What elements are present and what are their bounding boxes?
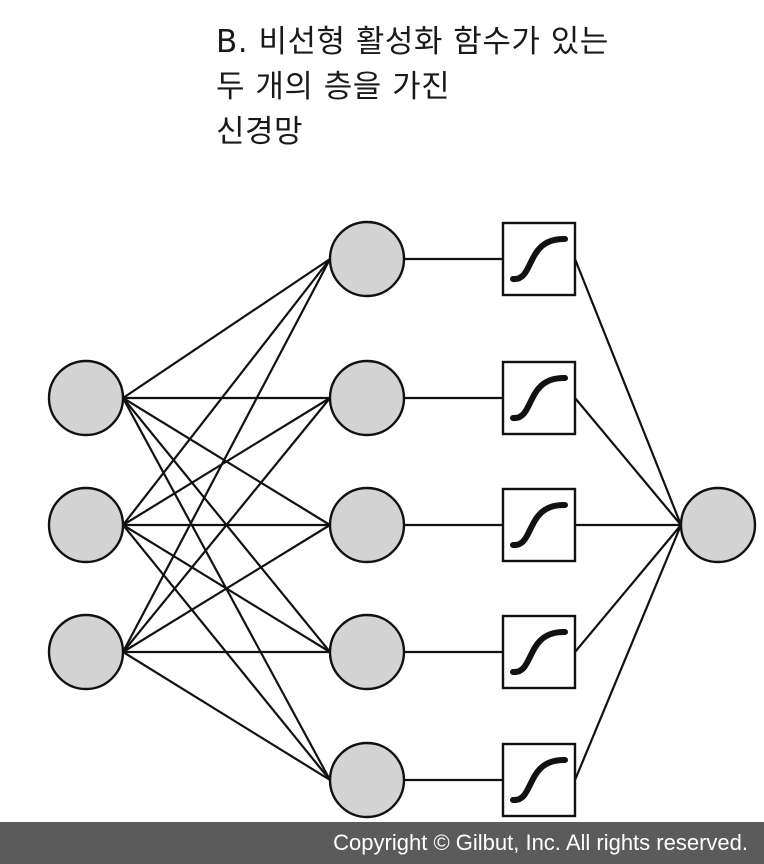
figure-title: B. 비선형 활성화 함수가 있는 두 개의 층을 가진 신경망 bbox=[216, 20, 609, 155]
edge-input-3-hidden-1 bbox=[122, 258, 331, 653]
activation-unit-5 bbox=[501, 742, 577, 818]
activation-box bbox=[501, 221, 577, 297]
hidden-node-4 bbox=[328, 613, 406, 691]
activation-box bbox=[501, 487, 577, 563]
nodes bbox=[47, 220, 757, 819]
edge-input-3-hidden-2 bbox=[122, 397, 331, 653]
sigmoid-curve-icon bbox=[510, 501, 568, 548]
activation-unit-1 bbox=[501, 221, 577, 297]
hidden-node-3 bbox=[328, 486, 406, 564]
copyright-text: Copyright © Gilbut, Inc. All rights rese… bbox=[333, 830, 748, 855]
activation-unit-2 bbox=[501, 360, 577, 436]
activation-unit-4 bbox=[501, 614, 577, 690]
copyright-bar: Copyright © Gilbut, Inc. All rights rese… bbox=[0, 822, 764, 864]
hidden-node-1 bbox=[328, 220, 406, 298]
edge-input-3-hidden-5 bbox=[122, 651, 331, 781]
output-node bbox=[679, 486, 757, 564]
edge-input-1-hidden-1 bbox=[122, 258, 331, 399]
title-line-1: B. 비선형 활성화 함수가 있는 bbox=[216, 24, 609, 60]
edge-activation-5-output bbox=[573, 524, 683, 781]
input-node-2 bbox=[47, 486, 125, 564]
activation-box bbox=[501, 614, 577, 690]
edge-activation-1-output bbox=[573, 258, 683, 526]
connections bbox=[122, 257, 683, 782]
sigmoid-curve-icon bbox=[510, 374, 568, 421]
input-node-1 bbox=[47, 359, 125, 437]
hidden-node-5 bbox=[328, 741, 406, 819]
edge-activation-2-output bbox=[574, 397, 682, 526]
edge-activation-4-output bbox=[574, 524, 682, 653]
title-line-3: 신경망 bbox=[216, 114, 304, 150]
activation-unit-3 bbox=[501, 487, 577, 563]
edge-input-2-hidden-2 bbox=[122, 397, 331, 526]
input-node-3 bbox=[47, 613, 125, 691]
sigmoid-curve-icon bbox=[510, 756, 568, 803]
activation-box bbox=[501, 742, 577, 818]
edge-input-3-hidden-3 bbox=[122, 524, 331, 653]
sigmoid-curve-icon bbox=[510, 235, 568, 282]
activation-box bbox=[501, 360, 577, 436]
sigmoid-curve-icon bbox=[510, 628, 568, 675]
hidden-node-2 bbox=[328, 359, 406, 437]
edge-input-2-hidden-1 bbox=[122, 258, 331, 526]
title-line-2: 두 개의 층을 가진 bbox=[216, 69, 451, 105]
